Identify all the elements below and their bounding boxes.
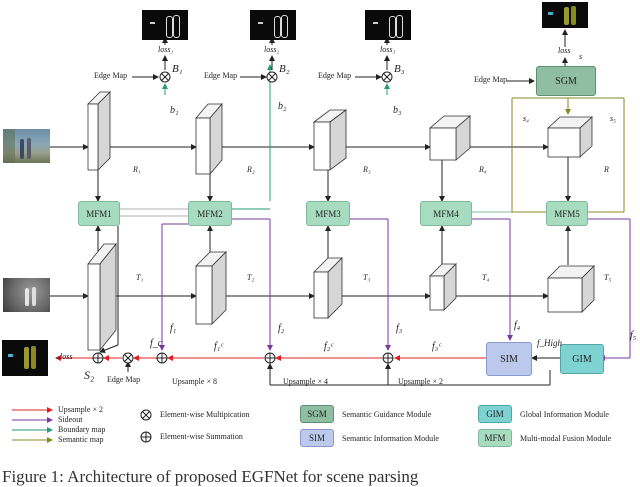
loss-branches (56, 29, 568, 359)
T5-label: T₅ (604, 273, 612, 282)
R3-label: R₃ (363, 165, 371, 174)
mfm1-module: MFM1 (78, 201, 120, 226)
B2-label: B₂ (279, 63, 290, 75)
thermal-input-image (3, 278, 50, 312)
s-label: s (579, 52, 583, 61)
loss-s-label: loss (558, 46, 571, 55)
b1-label: b₁ (170, 105, 179, 116)
b2-label: b₂ (278, 101, 287, 112)
legend-sgm-desc: Semantic Guidance Module (342, 410, 432, 419)
edge-map-label-sgm: Edge Map (474, 75, 508, 84)
fhigh-label: f_High (537, 338, 563, 348)
f2-label: f₂ (278, 323, 285, 334)
f3c-label: f₃ᶜ (432, 341, 441, 352)
s5-label: s₅ (610, 114, 616, 123)
R5-label: R (604, 165, 609, 174)
boundary-output-3 (365, 10, 411, 40)
B3-label: B₃ (394, 63, 405, 75)
gim-module: GIM (560, 344, 604, 374)
legend-mult: Element-wise Multipication (160, 410, 250, 419)
B1-label: B₁ (172, 63, 183, 75)
mfm3-module: MFM3 (306, 201, 350, 226)
final-output-s2 (2, 340, 48, 376)
T3-label: T₃ (363, 273, 371, 282)
legend-sim-box: SIM (300, 429, 334, 447)
f1-label: f₁ (170, 323, 177, 334)
legend-sgm-box: SGM (300, 405, 334, 423)
multiply-op-b3 (381, 71, 393, 83)
legend-gim-box: GIM (478, 405, 512, 423)
multiply-op-b2 (266, 71, 278, 83)
boundary-lines (232, 64, 273, 210)
sim-module: SIM (486, 342, 532, 376)
figure-caption: Figure 1: Architecture of proposed EGFNe… (2, 467, 419, 486)
sum-op-8 (156, 352, 168, 364)
sum-op-final (92, 352, 104, 364)
semantic-output-s (542, 2, 588, 28)
edge-map-label-1: Edge Map (94, 71, 128, 80)
f4-label: f₄ (514, 320, 521, 331)
upsample-2-label: Upsample × 2 (398, 377, 443, 386)
S2-label: S₂ (84, 368, 95, 382)
multiply-op-b1 (159, 71, 171, 83)
T4-label: T₄ (482, 273, 490, 282)
loss1-label: loss₁ (158, 45, 174, 54)
loss2-label: loss₂ (264, 45, 280, 54)
mfm2-module: MFM2 (188, 201, 232, 226)
b3-label: b₃ (393, 105, 402, 116)
R4-label: R₄ (479, 165, 487, 174)
edge-map-label-final: Edge Map (107, 375, 141, 384)
f5-label: f₅ (630, 330, 637, 341)
boundary-output-2 (250, 10, 296, 40)
operators (92, 71, 394, 364)
encoder-blocks (87, 91, 595, 352)
mfm-inputs (95, 157, 571, 265)
f1c-label: f₁ᶜ (214, 341, 223, 352)
s4-label: s₄ (523, 114, 529, 123)
legend-symbols (12, 407, 152, 443)
edge-map-label-2: Edge Map (204, 71, 238, 80)
multiply-op-final (122, 352, 134, 364)
f2c-label: f₂ᶜ (324, 341, 333, 352)
sum-op-4 (264, 352, 276, 364)
f3-label: f₃ (396, 323, 403, 334)
legend-mfm-box: MFM (478, 429, 512, 447)
R2-label: R₂ (247, 165, 255, 174)
sideout-lines (159, 218, 631, 361)
sum-op-2 (382, 352, 394, 364)
sgm-module: SGM (536, 66, 596, 96)
edge-map-label-3: Edge Map (318, 71, 352, 80)
mfm4-module: MFM4 (420, 201, 472, 226)
legend-mfm-desc: Multi-modal Fusion Module (520, 434, 612, 443)
loss3-label: loss₃ (380, 45, 396, 54)
fc-label: f_c (150, 338, 163, 349)
T1-label: T₁ (136, 273, 144, 282)
legend-sideout: Sideout (58, 415, 83, 424)
T2-label: T₂ (247, 273, 255, 282)
legend-upsample: Upsample × 2 (58, 405, 103, 414)
rgb-input-image (3, 129, 50, 163)
legend-semantic: Semantic map (58, 435, 104, 444)
legend-sum: Element-wise Summation (160, 432, 243, 441)
boundary-output-1 (142, 10, 188, 40)
legend-sim-desc: Semantic Information Module (342, 434, 439, 443)
legend-gim-desc: Global Information Module (520, 410, 609, 419)
loss-final-label: loss (60, 352, 73, 361)
R1-label: R₁ (133, 165, 141, 174)
upsample-8-label: Upsample × 8 (172, 377, 217, 386)
mfm5-module: MFM5 (546, 201, 588, 226)
legend-boundary: Boundary map (58, 425, 106, 434)
upsample-4-label: Upsample × 4 (283, 377, 328, 386)
